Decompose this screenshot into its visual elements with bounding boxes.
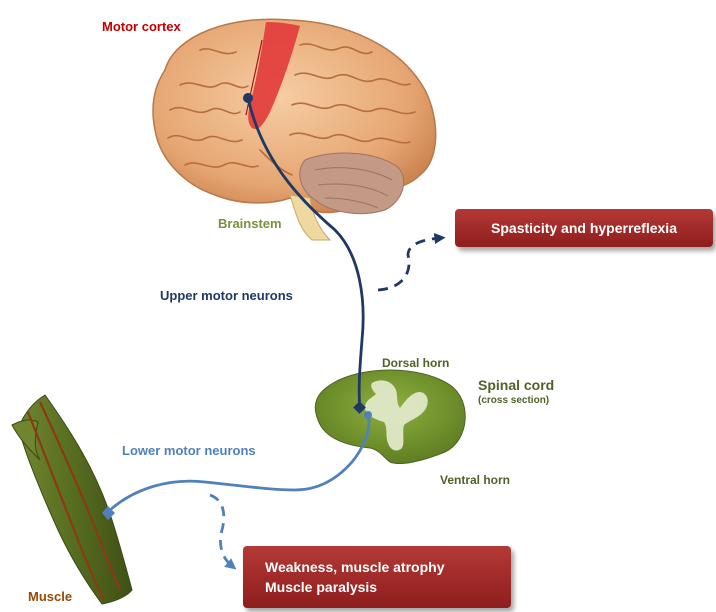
ventral-horn-label: Ventral horn [440,473,510,487]
upper-effects-text: Spasticity and hyperreflexia [491,220,677,236]
lower-effects-line-1: Weakness, muscle atrophy [265,557,511,577]
upper-effect-arrow [378,238,440,290]
brain-illustration [153,19,436,240]
dorsal-horn-label: Dorsal horn [382,356,449,370]
lower-effects-line-2: Muscle paralysis [265,577,511,597]
lower-motor-neurons-label: Lower motor neurons [122,443,256,458]
brainstem-label: Brainstem [218,216,282,231]
spinal-cord-cross-section [315,370,465,464]
lower-effect-arrow [210,495,232,566]
muscle-illustration [12,395,132,604]
spinal-cord-label: Spinal cord [478,377,554,393]
lower-motor-neuron-effects-callout: Weakness, muscle atrophy Muscle paralysi… [243,546,511,608]
motor-cortex-label: Motor cortex [102,19,181,34]
upper-motor-neurons-label: Upper motor neurons [160,288,293,303]
upper-motor-neuron-effects-callout: Spasticity and hyperreflexia [455,209,713,247]
cross-section-label: (cross section) [478,395,549,406]
muscle-label: Muscle [28,589,72,604]
